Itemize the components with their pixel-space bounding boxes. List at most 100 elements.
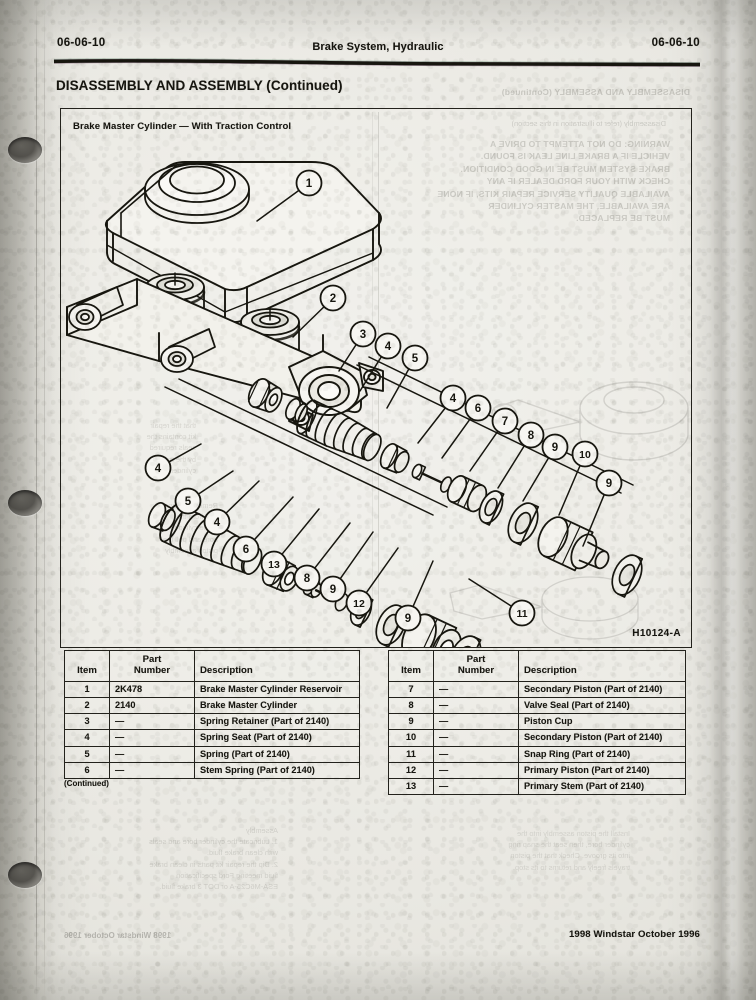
callout-balloon-4: 4	[203, 508, 231, 536]
callout-label: 12	[353, 598, 365, 610]
cell-item: 12	[388, 761, 434, 779]
callout-circle	[394, 604, 422, 632]
callout-label: 8	[528, 430, 535, 442]
callout-circle	[203, 508, 231, 536]
header-rule	[53, 58, 701, 67]
col-description: Description	[518, 650, 686, 682]
cell-part-number: —	[433, 729, 519, 747]
figure-frame: Brake Master Cylinder — With Traction Co…	[60, 108, 692, 648]
cell-item: 8	[388, 696, 434, 715]
table-row: 5—Spring (Part of 2140)	[64, 745, 360, 763]
cell-part-number: —	[433, 761, 519, 779]
page-header: 06-06-10 Brake System, Hydraulic 06-06-1…	[0, 0, 756, 92]
cell-item: 10	[388, 729, 434, 747]
cell-description: Snap Ring (Part of 2140)	[518, 745, 686, 763]
callout-leader-line	[225, 480, 260, 515]
callout-label: 5	[412, 353, 419, 365]
table-header-row: Item Part Number Description	[388, 650, 686, 682]
col-part-line2: Number	[133, 665, 171, 677]
callout-label: 6	[475, 403, 481, 415]
callout-label: 4	[450, 393, 457, 405]
table-row: 10—Secondary Piston (Part of 2140)	[388, 729, 686, 747]
cell-description: Stem Spring (Part of 2140)	[194, 761, 360, 779]
callout-leader-line	[256, 189, 300, 222]
showthrough-heading: DISASSEMBLY AND ASSEMBLY (Continued)	[501, 87, 690, 97]
col-part-line2: Number	[457, 665, 495, 677]
cell-item: 11	[388, 745, 434, 763]
parts-table-right: Item Part Number Description 7—Secondary…	[388, 650, 686, 796]
cell-description: Primary Stem (Part of 2140)	[518, 777, 686, 796]
figure-id: H10124-A	[632, 628, 681, 639]
page-curl-shadow	[692, 0, 756, 1000]
callout-balloon-10: 10	[571, 440, 599, 468]
cell-item: 7	[388, 680, 434, 698]
cell-description: Spring Seat (Part of 2140)	[194, 729, 360, 747]
callout-leader-line	[412, 560, 434, 608]
callout-leader-line	[338, 343, 357, 372]
table-row: 9—Piston Cup	[388, 713, 686, 731]
parts-table-right-wrap: Item Part Number Description 7—Secondary…	[388, 650, 686, 796]
callout-circle	[293, 564, 321, 592]
cell-part-number: —	[109, 713, 195, 731]
cell-item: 9	[388, 713, 434, 731]
callout-balloon-2: 2	[319, 284, 347, 312]
cell-item: 1	[64, 680, 110, 698]
callout-circle	[491, 407, 519, 435]
showthrough-body-right: Install the piston assembly into the cyl…	[508, 829, 630, 872]
table-row: 3—Spring Retainer (Part of 2140)	[64, 713, 360, 731]
callout-leader-line	[253, 496, 294, 541]
col-item: Item	[388, 650, 434, 682]
col-item: Item	[64, 650, 110, 682]
table-header-row: Item Part Number Description	[64, 650, 360, 682]
callout-balloon-13: 13	[260, 550, 288, 578]
table-row: 12—Primary Piston (Part of 2140)	[388, 761, 686, 779]
callout-leader-line	[339, 531, 374, 580]
callout-leader-line	[497, 444, 526, 489]
cell-part-number: —	[109, 729, 195, 747]
callout-circle	[319, 284, 347, 312]
callout-circle	[541, 433, 569, 461]
table-row: 8—Valve Seal (Part of 2140)	[388, 696, 686, 715]
callout-label: 4	[214, 517, 221, 529]
cell-part-number: —	[109, 745, 195, 763]
callout-balloon-9: 9	[394, 604, 422, 632]
callout-leader-line	[582, 493, 605, 547]
callout-circle	[144, 454, 172, 482]
header-page-number-left: 06-06-10	[57, 37, 106, 49]
callout-balloon-4: 4	[144, 454, 172, 482]
callout-balloon-9: 9	[541, 433, 569, 461]
callout-leader-line	[441, 417, 472, 459]
callout-leader-line	[365, 547, 399, 594]
showthrough-body-left-4: Assembly 1. Lubricate the cylinder bore …	[148, 826, 278, 892]
cell-description: Brake Master Cylinder	[194, 696, 360, 715]
callout-leader-line	[313, 522, 351, 569]
callout-leader-line	[469, 430, 499, 472]
table-row: 13—Primary Stem (Part of 2140)	[388, 777, 686, 796]
cell-description: Spring (Part of 2140)	[194, 745, 360, 763]
callout-label: 10	[579, 449, 591, 461]
callout-leader-line	[168, 443, 202, 463]
callout-label: 2	[330, 293, 336, 305]
callout-balloon-8: 8	[517, 421, 545, 449]
callout-leader-line	[468, 578, 513, 608]
callout-circle	[508, 599, 536, 627]
cell-description: Piston Cup	[518, 713, 686, 731]
cell-item: 6	[64, 761, 110, 779]
callout-balloon-9: 9	[595, 469, 623, 497]
cell-part-number: —	[433, 696, 519, 715]
cell-part-number: 2K478	[109, 680, 195, 698]
callout-balloon-6: 6	[232, 535, 260, 563]
cell-description: Secondary Piston (Part of 2140)	[518, 729, 686, 747]
col-description: Description	[194, 650, 360, 682]
cell-part-number: —	[433, 680, 519, 698]
callout-balloon-1: 1	[295, 169, 323, 197]
callout-label: 6	[243, 544, 249, 556]
callout-balloon-6: 6	[464, 394, 492, 422]
binder-hole-bottom	[8, 862, 42, 888]
callout-leader-line	[522, 457, 550, 502]
callout-label: 9	[606, 478, 612, 490]
